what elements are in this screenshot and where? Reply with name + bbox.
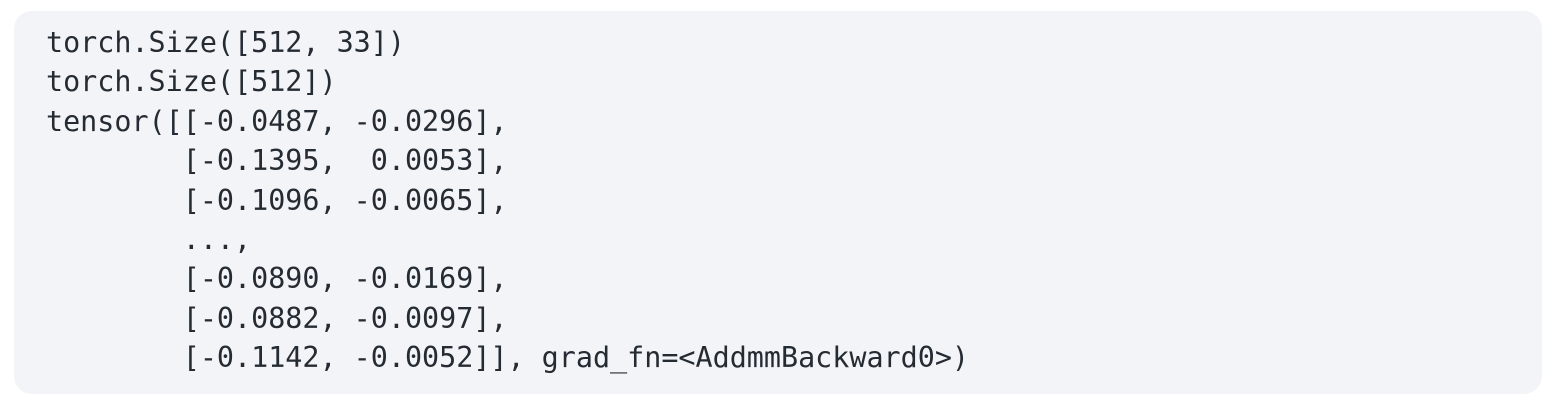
code-output-block: torch.Size([512, 33]) torch.Size([512]) … [14,11,1542,394]
code-output-text: torch.Size([512, 33]) torch.Size([512]) … [46,26,970,375]
